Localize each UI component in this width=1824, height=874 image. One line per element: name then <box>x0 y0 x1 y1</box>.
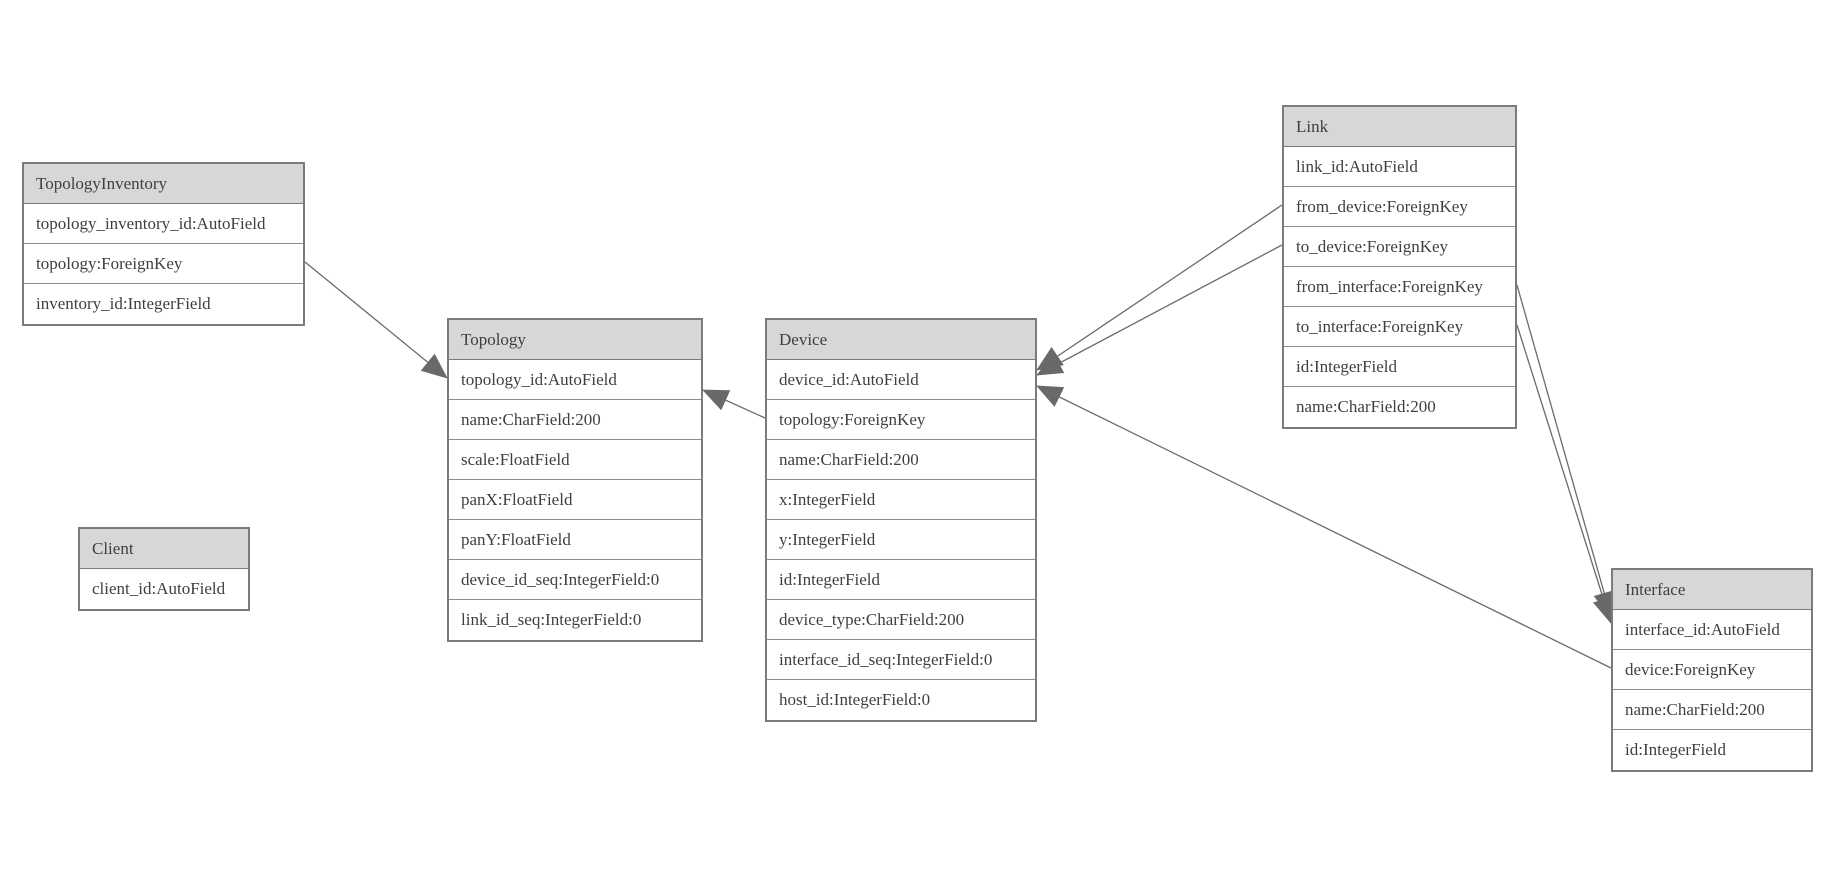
entity-field: device_id:AutoField <box>767 360 1035 400</box>
entity-field: from_interface:ForeignKey <box>1284 267 1515 307</box>
entity-field: link_id_seq:IntegerField:0 <box>449 600 701 640</box>
entity-field: interface_id_seq:IntegerField:0 <box>767 640 1035 680</box>
entity-field: id:IntegerField <box>767 560 1035 600</box>
entity-field: device:ForeignKey <box>1613 650 1811 690</box>
entity-field: topology_id:AutoField <box>449 360 701 400</box>
entity-title: Interface <box>1613 570 1811 610</box>
entity-field: from_device:ForeignKey <box>1284 187 1515 227</box>
entity-field: device_id_seq:IntegerField:0 <box>449 560 701 600</box>
entity-field: y:IntegerField <box>767 520 1035 560</box>
entity-title: TopologyInventory <box>24 164 303 204</box>
entity-field: name:CharField:200 <box>1284 387 1515 427</box>
fk-arrow-link-to-device <box>1036 244 1283 376</box>
entity-field: to_interface:ForeignKey <box>1284 307 1515 347</box>
entity-field: scale:FloatField <box>449 440 701 480</box>
entity-field: link_id:AutoField <box>1284 147 1515 187</box>
fk-arrow-device-to-topology <box>702 389 766 419</box>
entity-field: name:CharField:200 <box>1613 690 1811 730</box>
entity-field: name:CharField:200 <box>449 400 701 440</box>
fk-arrow-link-to-interface <box>1516 324 1614 624</box>
entity-field: inventory_id:IntegerField <box>24 284 303 324</box>
fk-arrow-link-to-device <box>1036 204 1283 371</box>
entity-title: Link <box>1284 107 1515 147</box>
entity-field: client_id:AutoField <box>80 569 248 609</box>
fk-arrow-link-to-interface <box>1516 284 1615 618</box>
entity-field: id:IntegerField <box>1284 347 1515 387</box>
entity-field: x:IntegerField <box>767 480 1035 520</box>
entity-field: panX:FloatField <box>449 480 701 520</box>
entity-field: id:IntegerField <box>1613 730 1811 770</box>
entity-field: panY:FloatField <box>449 520 701 560</box>
entity-title: Topology <box>449 320 701 360</box>
fk-arrow-topologyinventory-to-topology <box>304 261 448 379</box>
entity-field: to_device:ForeignKey <box>1284 227 1515 267</box>
entity-title: Client <box>80 529 248 569</box>
entity-title: Device <box>767 320 1035 360</box>
entity-field: device_type:CharField:200 <box>767 600 1035 640</box>
entity-field: topology_inventory_id:AutoField <box>24 204 303 244</box>
entity-field: host_id:IntegerField:0 <box>767 680 1035 720</box>
entity-field: topology:ForeignKey <box>24 244 303 284</box>
entity-field: topology:ForeignKey <box>767 400 1035 440</box>
entity-field: name:CharField:200 <box>767 440 1035 480</box>
entity-field: interface_id:AutoField <box>1613 610 1811 650</box>
